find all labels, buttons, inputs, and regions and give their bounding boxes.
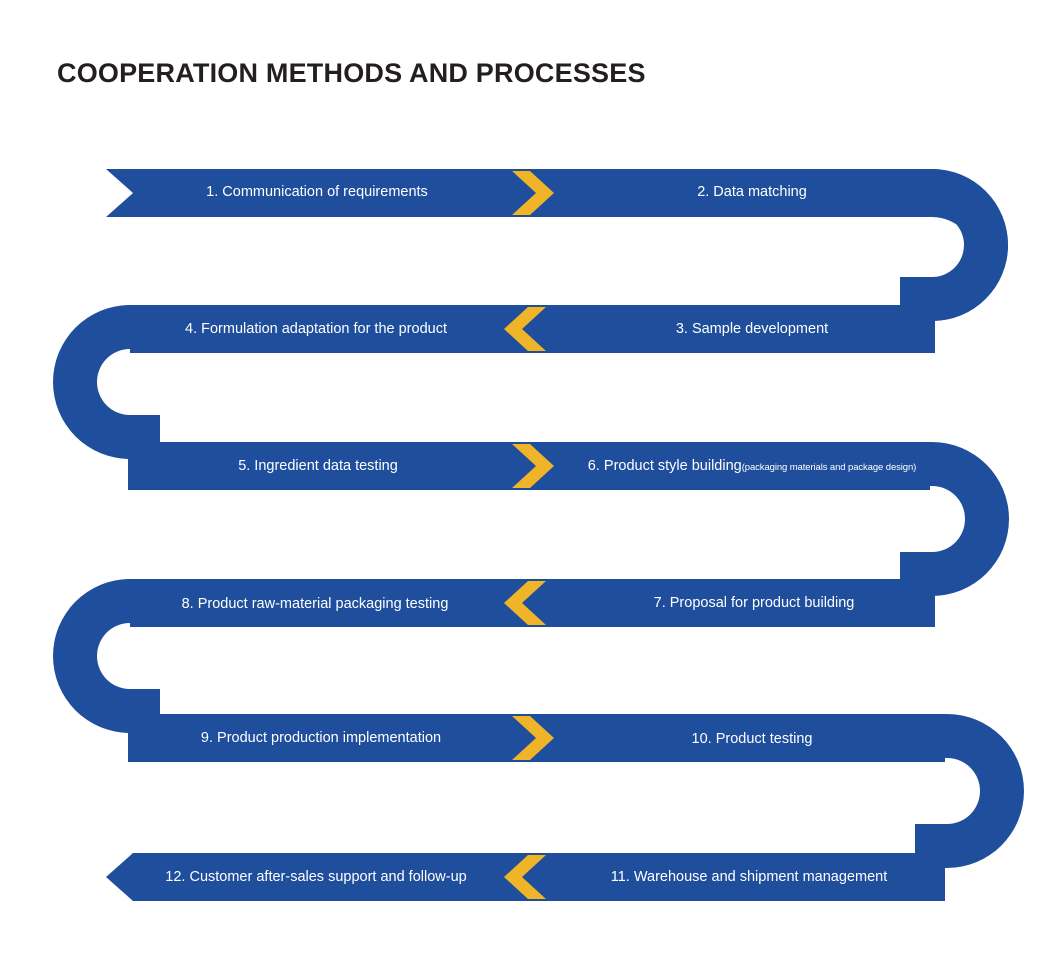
band-row-2 bbox=[130, 305, 935, 353]
chevron-right-row-3 bbox=[512, 444, 554, 488]
chevron-left-row-2 bbox=[504, 307, 546, 351]
band-row-4 bbox=[130, 579, 935, 627]
uturn-right-3 bbox=[915, 714, 1024, 868]
uturn-left-1 bbox=[53, 305, 160, 459]
chevron-group bbox=[504, 171, 554, 899]
band-row-6 bbox=[106, 853, 945, 901]
uturn-right-2 bbox=[900, 442, 1009, 596]
chevron-left-row-6 bbox=[504, 855, 546, 899]
band-row-1 bbox=[106, 169, 930, 217]
band-row-3 bbox=[128, 442, 930, 490]
chevron-left-row-4 bbox=[504, 581, 546, 625]
chevron-right-row-5 bbox=[512, 716, 554, 760]
uturn-left-2 bbox=[53, 579, 160, 733]
flow-band bbox=[53, 169, 1024, 901]
page-title: COOPERATION METHODS AND PROCESSES bbox=[57, 58, 646, 88]
chevron-right-row-1 bbox=[512, 171, 554, 215]
uturn-right-1-fill bbox=[900, 169, 1008, 321]
